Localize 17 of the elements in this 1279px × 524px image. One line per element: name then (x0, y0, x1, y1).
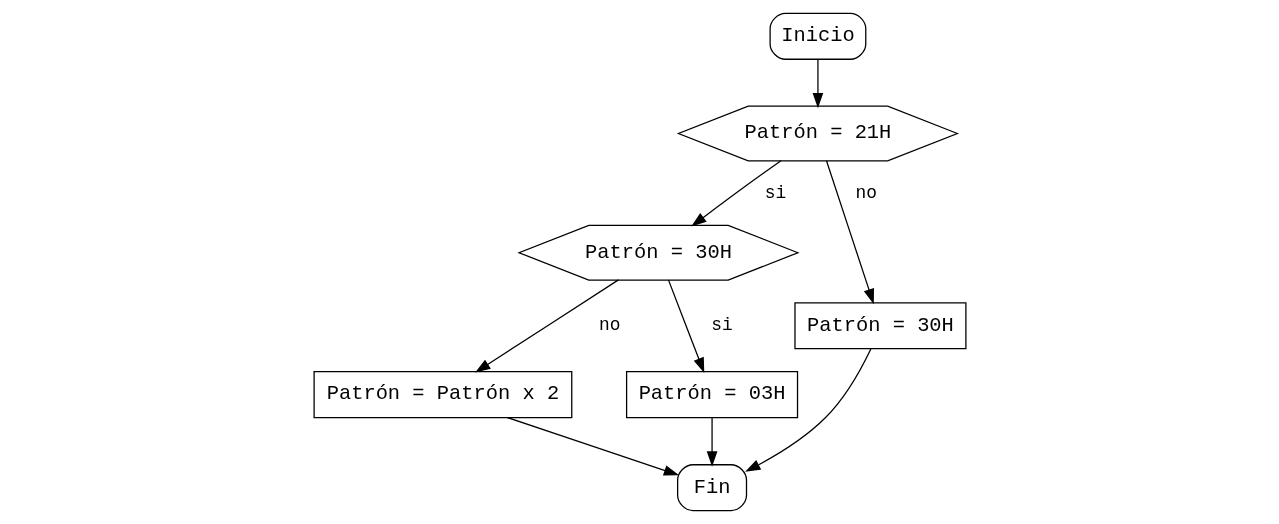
arrow (506, 416, 679, 476)
arrow (812, 58, 823, 109)
arrow (690, 160, 782, 227)
arrow (706, 417, 717, 467)
arrow (474, 279, 619, 373)
node-box: Patrón = 03H (625, 371, 798, 419)
edge-label: no (854, 182, 877, 203)
edge-label: no (598, 315, 620, 336)
node-box: Patrón = 30H (793, 302, 967, 350)
edge-label: si (764, 182, 786, 203)
node-box: Fin (676, 464, 747, 512)
node-box: Inicio (768, 12, 866, 60)
arrow (825, 160, 874, 305)
node-box: Patrón = Patrón x 2 (312, 371, 572, 419)
arrow (667, 279, 704, 374)
arrow (744, 348, 872, 472)
edge-label: si (710, 315, 733, 336)
